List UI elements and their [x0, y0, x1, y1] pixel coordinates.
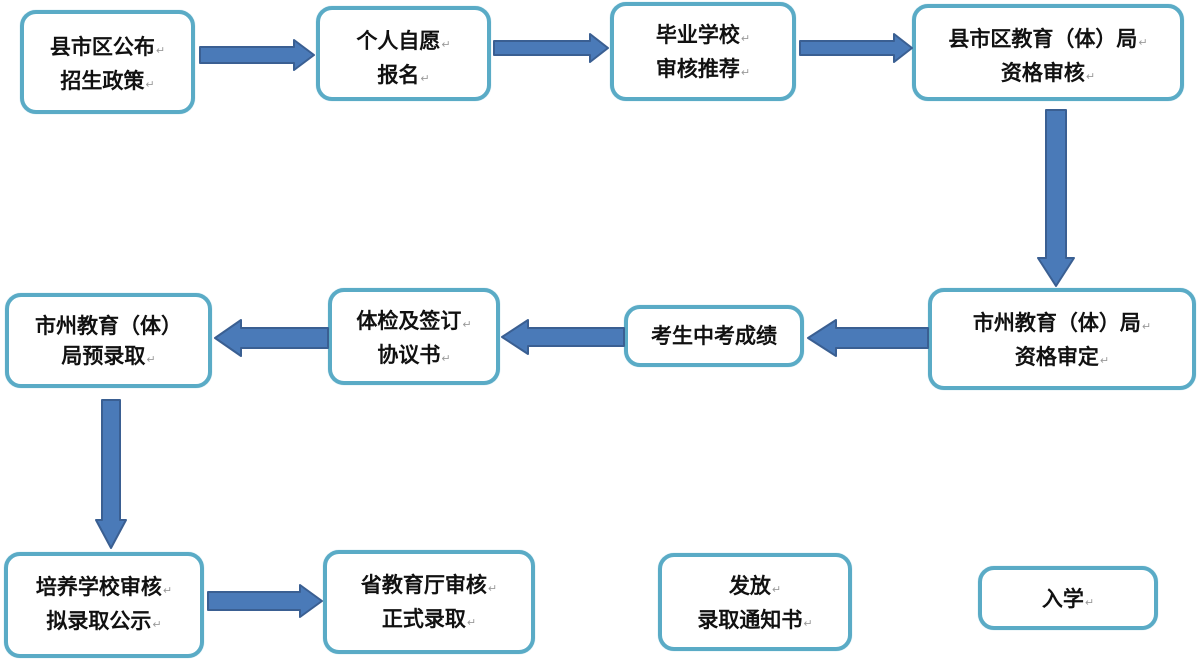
- arrow-right-icon: [207, 584, 323, 618]
- node-line: 资格审定: [1014, 345, 1099, 369]
- node-line: 入学: [1041, 587, 1084, 611]
- paragraph-mark-icon: ↵: [803, 617, 813, 630]
- paragraph-mark-icon: ↵: [487, 582, 498, 595]
- paragraph-mark-icon: ↵: [146, 353, 156, 366]
- arrow-left-icon: [501, 319, 625, 355]
- paragraph-mark-icon: ↵: [155, 44, 166, 57]
- node-line: 市州教育（体）: [35, 314, 182, 338]
- node-line: 录取通知书: [697, 608, 803, 632]
- node-line: 招生政策: [60, 69, 145, 93]
- arrow-right-icon: [199, 39, 315, 71]
- node-line: 毕业学校: [655, 23, 740, 47]
- paragraph-mark-icon: ↵: [441, 352, 451, 365]
- node-enrollment: 入学↵: [978, 566, 1158, 630]
- node-line: 省教育厅审核: [360, 573, 487, 597]
- paragraph-mark-icon: ↵: [1141, 320, 1152, 333]
- paragraph-mark-icon: ↵: [152, 618, 162, 631]
- arrow-left-icon: [214, 319, 329, 357]
- paragraph-mark-icon: ↵: [462, 318, 472, 331]
- node-publish-policy: 县市区公布↵ 招生政策↵: [20, 10, 195, 114]
- paragraph-mark-icon: ↵: [1084, 596, 1095, 609]
- arrow-right-icon: [493, 33, 609, 63]
- arrow-right-icon: [799, 33, 913, 63]
- node-voluntary-registration: 个人自愿↵ 报名↵: [316, 6, 491, 101]
- paragraph-mark-icon: ↵: [420, 72, 430, 85]
- node-line: 局预录取: [61, 344, 146, 368]
- arrow-down-icon: [95, 399, 127, 549]
- node-line: 拟录取公示: [46, 609, 152, 633]
- paragraph-mark-icon: ↵: [740, 32, 751, 45]
- paragraph-mark-icon: ↵: [771, 583, 782, 596]
- paragraph-mark-icon: ↵: [466, 616, 477, 629]
- node-line: 个人自愿: [356, 29, 441, 53]
- node-line: 报名: [377, 63, 420, 87]
- paragraph-mark-icon: ↵: [1099, 354, 1110, 367]
- node-line: 资格审核: [1000, 61, 1085, 85]
- node-line: 体检及签订: [356, 309, 462, 333]
- paragraph-mark-icon: ↵: [162, 584, 173, 597]
- node-line: 培养学校审核: [35, 575, 162, 599]
- arrow-down-icon: [1037, 109, 1075, 287]
- arrow-left-icon: [807, 319, 929, 357]
- node-county-qualification-review: 县市区教育（体）局↵ 资格审核↵: [912, 4, 1184, 101]
- node-provincial-admission: 省教育厅审核↵ 正式录取↵: [323, 550, 535, 654]
- node-line: 县市区公布: [49, 35, 155, 59]
- node-issue-admission-notice: 发放↵ 录取通知书↵: [658, 553, 852, 651]
- node-line: 考生中考成绩: [651, 324, 777, 348]
- paragraph-mark-icon: ↵: [1138, 36, 1148, 49]
- node-line: 正式录取: [381, 607, 466, 631]
- paragraph-mark-icon: ↵: [740, 66, 751, 79]
- node-line: 县市区教育（体）局: [948, 27, 1138, 51]
- paragraph-mark-icon: ↵: [441, 38, 451, 51]
- node-line: 市州教育（体）局: [972, 311, 1141, 335]
- node-line: 发放: [728, 574, 771, 598]
- node-city-qualification-approval: 市州教育（体）局↵ 资格审定↵: [928, 288, 1196, 390]
- node-school-review: 毕业学校↵ 审核推荐↵: [610, 2, 796, 101]
- paragraph-mark-icon: ↵: [1085, 70, 1096, 83]
- node-physical-exam-agreement: 体检及签订↵ 协议书↵: [328, 288, 500, 385]
- node-training-school-review: 培养学校审核↵ 拟录取公示↵: [4, 552, 204, 658]
- node-line: 审核推荐: [655, 57, 740, 81]
- node-city-pre-admission: 市州教育（体） 局预录取↵: [5, 293, 212, 388]
- paragraph-mark-icon: ↵: [145, 78, 155, 91]
- node-exam-scores: 考生中考成绩: [624, 305, 804, 367]
- node-line: 协议书: [377, 343, 441, 367]
